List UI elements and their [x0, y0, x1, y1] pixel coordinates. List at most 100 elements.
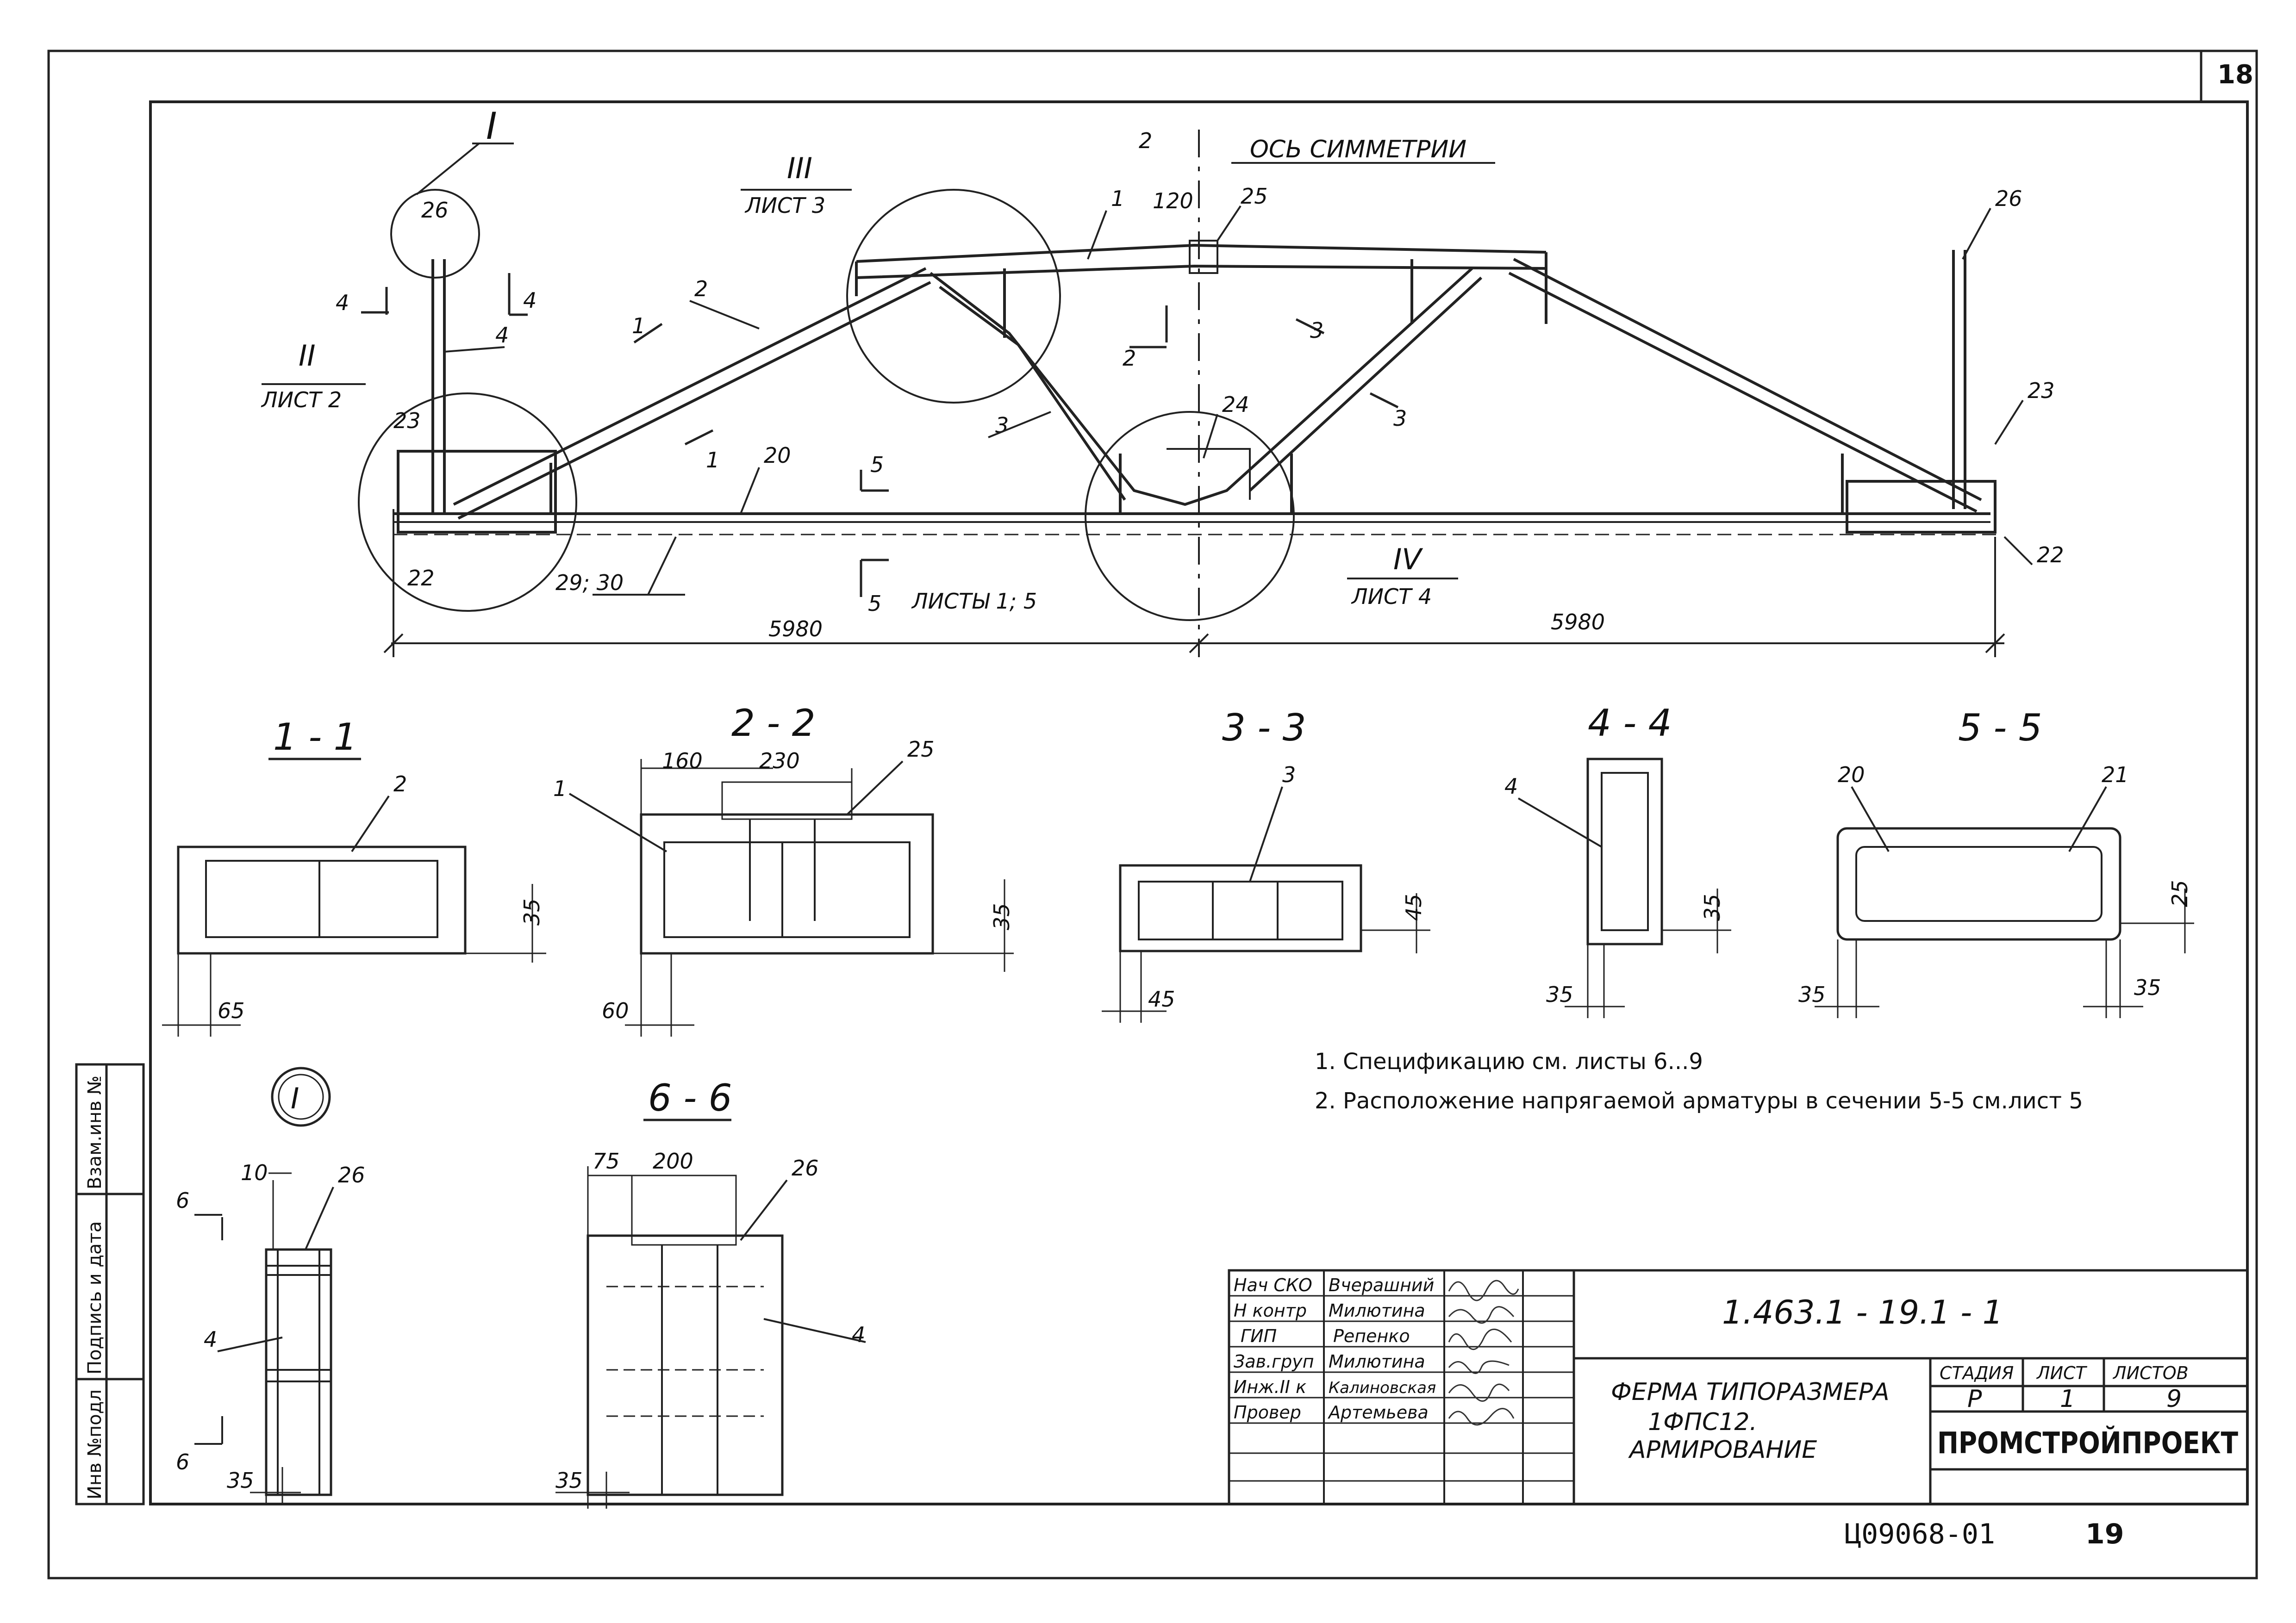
section-1-1-title: 1 - 1 [273, 715, 357, 759]
title-block-staff: Нач СКО Вчерашний Н контр Милютина ГИП Р… [1234, 1275, 1436, 1423]
section-2-2-dim-160: 160 [662, 748, 703, 773]
sheets-header: ЛИСТОВ [2112, 1363, 2189, 1383]
svg-text:1: 1 [706, 448, 719, 473]
section-2-2-mark-25: 25 [907, 737, 935, 762]
side-stamp [75, 1063, 145, 1505]
side-stamp-sign: Подпись и дата [84, 1221, 106, 1374]
section-5-5-dim-c: 25 [2167, 880, 2192, 907]
signatures [1448, 1280, 1519, 1426]
section-2-2-dim-35: 35 [989, 903, 1014, 930]
mark-23-left: 23 [393, 408, 421, 433]
drawing-title-2: 1ФПС12. [1648, 1408, 1757, 1436]
title-block [1228, 1269, 2249, 1505]
symmetry-axis-label: ОСЬ СИММЕТРИИ [1250, 136, 1466, 163]
section-2-2-dim-60: 60 [602, 998, 629, 1023]
detail-circles [358, 189, 1295, 621]
section-4-4-mark: 4 [1504, 774, 1518, 799]
sheet-value: 1 [2060, 1385, 2075, 1413]
note-1: 1. Спецификацию см. листы 6...9 [1315, 1049, 1703, 1075]
node-detail-cut-bottom: 6 [176, 1449, 189, 1474]
mark-26-left: 26 [421, 198, 449, 223]
section-1-1 [162, 846, 546, 1037]
staff-name-5: Калиновская [1329, 1379, 1436, 1397]
truss-position-marks: 26 4 2 1 120 25 3 24 23 20 22 29; 30 26 … [393, 184, 2064, 595]
staff-role-2: Н контр [1234, 1300, 1307, 1321]
section-4-4-dim-a: 35 [1546, 982, 1573, 1007]
svg-text:1: 1 [632, 313, 645, 338]
section-6-6-dim-75: 75 [593, 1149, 620, 1174]
mark-29-30: 29; 30 [555, 570, 624, 595]
staff-name-6: Артемьева [1327, 1402, 1429, 1423]
side-stamp-replace: Взам.инв № [84, 1076, 106, 1189]
stage-value: Р [1967, 1385, 1982, 1413]
section-6-6-dim-200: 200 [653, 1149, 693, 1174]
callout-labels: I II ЛИСТ 2 III ЛИСТ 3 IV ЛИСТ 4 [261, 105, 1432, 609]
section-4-4 [1565, 758, 1731, 1018]
section-1-1-mark: 2 [393, 771, 407, 796]
section-3-3-mark: 3 [1282, 762, 1296, 787]
svg-text:4: 4 [523, 288, 537, 313]
section-6-6-mark-26: 26 [792, 1156, 819, 1181]
section-3-3-dim-a: 45 [1148, 987, 1175, 1012]
section-2-2-title: 2 - 2 [731, 702, 816, 745]
node-detail-mark-26: 26 [338, 1163, 365, 1188]
page-number: 19 [2085, 1518, 2124, 1550]
mark-23-right: 23 [2028, 378, 2055, 403]
svg-text:5: 5 [870, 452, 884, 477]
mark-22-right: 22 [2037, 542, 2064, 567]
callout-IV-sheet: ЛИСТ 4 [1351, 584, 1432, 609]
svg-text:2: 2 [1123, 346, 1136, 371]
section-1-1-dim-a: 65 [218, 998, 245, 1023]
section-5-5-mark-20: 20 [1838, 762, 1865, 787]
mark-1: 1 [1111, 186, 1124, 211]
section-1-1-dim-b: 35 [519, 898, 544, 926]
section-6-6-dim-35: 35 [555, 1468, 583, 1493]
section-6-6-mark-4: 4 [852, 1322, 865, 1347]
truss-dimension-line [383, 509, 2005, 657]
section-6-6 [555, 1166, 784, 1509]
mark-120: 120 [1153, 188, 1193, 213]
svg-text:4: 4 [336, 290, 349, 315]
dim-left: 5980 [768, 616, 823, 641]
callout-II-roman: II [299, 339, 316, 373]
section-2-2-dim-230: 230 [759, 748, 800, 773]
node-detail-cut-top: 6 [176, 1188, 189, 1213]
sheet-number: 18 [2217, 60, 2253, 90]
section-4-4-title: 4 - 4 [1588, 702, 1672, 745]
staff-name-1: Вчерашний [1329, 1275, 1434, 1295]
truss-section-cut-labels: 4 4 1 1 2 2 3 3 5 5 ЛИСТЫ 1; 5 [336, 128, 1407, 616]
staff-role-3: ГИП [1241, 1326, 1277, 1346]
section-3-3 [1102, 864, 1430, 1023]
mark-26-right: 26 [1995, 186, 2022, 211]
section-3-3-dim-b: 45 [1401, 894, 1426, 921]
organization-name: ПРОМСТРОЙПРОЕКТ [1937, 1425, 2238, 1461]
stage-header: СТАДИЯ [1940, 1363, 2014, 1383]
note-2: 2. Расположение напрягаемой арматуры в с… [1315, 1088, 2083, 1114]
callout-II-sheet: ЛИСТ 2 [261, 387, 342, 412]
section-6-6-title: 6 - 6 [648, 1076, 732, 1119]
svg-text:2: 2 [1139, 128, 1152, 153]
staff-name-4: Милютина [1329, 1351, 1425, 1372]
node-detail-I [194, 1067, 332, 1504]
staff-name-3: Репенко [1333, 1326, 1410, 1346]
node-detail-dim-35: 35 [227, 1468, 254, 1493]
node-detail-dim-10: 10 [241, 1160, 268, 1185]
side-stamp-inv: Инв №подл [84, 1389, 106, 1499]
archive-number: Ц09068-01 [1845, 1518, 1995, 1550]
staff-role-4: Зав.груп [1234, 1351, 1314, 1372]
mark-25: 25 [1241, 184, 1268, 209]
drawing-title-3: АРМИРОВАНИЕ [1628, 1436, 1817, 1464]
node-detail-roman: I [291, 1082, 299, 1115]
dim-right: 5980 [1551, 609, 1605, 634]
sheets-1-5-note: ЛИСТЫ 1; 5 [911, 589, 1037, 614]
mark-20: 20 [764, 443, 791, 468]
callout-III-sheet: ЛИСТ 3 [744, 193, 825, 218]
callout-I-roman: I [486, 105, 497, 148]
staff-role-5: Инж.II к [1234, 1377, 1306, 1397]
mark-24: 24 [1222, 392, 1249, 417]
staff-role-6: Провер [1234, 1402, 1301, 1423]
section-5-5-dim-b: 35 [2134, 975, 2161, 1000]
callout-IV-roman: IV [1393, 542, 1423, 576]
truss-section-cuts [361, 273, 1399, 597]
